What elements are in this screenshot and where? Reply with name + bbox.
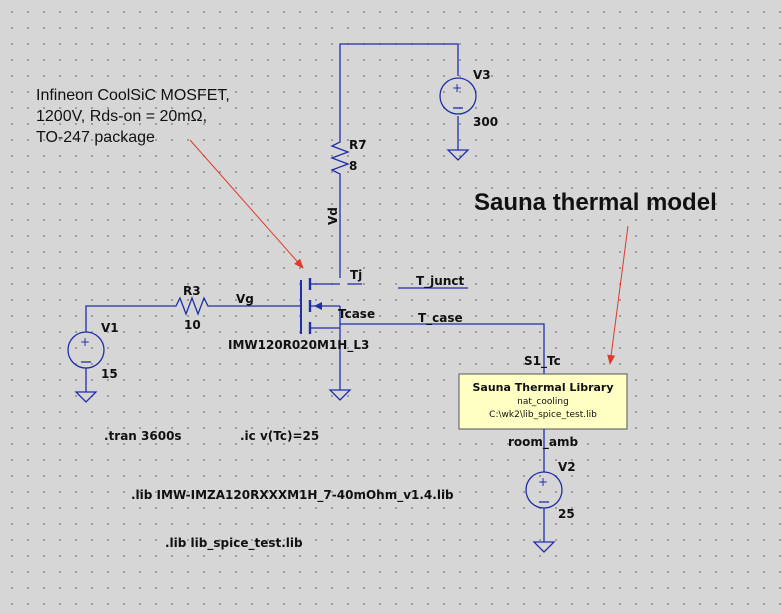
net-label-t-case: T_case — [418, 311, 463, 326]
label-v2-value: 25 — [558, 507, 575, 521]
mosfet-m1[interactable] — [300, 278, 341, 334]
library-block-model: nat_cooling — [517, 397, 569, 407]
resistor-r3[interactable] — [172, 296, 212, 316]
directive-ic[interactable]: .ic v(Tc)=25 — [240, 429, 319, 443]
label-r7-name: R7 — [349, 138, 367, 152]
resistor-r7[interactable] — [330, 140, 350, 176]
label-v1-value: 15 — [101, 367, 118, 381]
svg-text:+: + — [452, 81, 462, 95]
label-v3-value: 300 — [473, 115, 498, 129]
label-v2-name: V2 — [558, 460, 576, 474]
arrow-to-mosfet — [189, 139, 304, 269]
thermal-library-block[interactable] — [458, 373, 628, 430]
directive-lib-thermal[interactable]: .lib lib_spice_test.lib — [165, 536, 303, 551]
mosfet-note-line-1: Infineon CoolSiC MOSFET, — [36, 87, 230, 104]
label-r3-name: R3 — [183, 284, 201, 298]
svg-text:+: + — [538, 475, 548, 489]
svg-text:+: + — [80, 335, 90, 349]
ground-symbol-mosfet — [328, 389, 352, 401]
voltage-source-v3[interactable]: + — [439, 77, 477, 115]
thermal-model-title: Sauna thermal model — [474, 189, 717, 216]
label-v3-name: V3 — [473, 68, 491, 82]
wire-tcase[interactable] — [340, 323, 545, 374]
mosfet-note-line-2: 1200V, Rds-on = 20mΩ, — [36, 108, 207, 125]
voltage-source-v1[interactable]: + — [67, 331, 105, 369]
net-label-tcase: Tcase — [338, 307, 375, 321]
net-label-vd: Vd — [326, 207, 340, 225]
ground-symbol-v2 — [532, 541, 556, 553]
wire-v3-to-r7[interactable] — [339, 43, 459, 140]
ground-symbol-v3 — [446, 149, 470, 161]
mosfet-note-line-3: TO-247 package — [36, 129, 155, 146]
directive-tran[interactable]: .tran 3600s — [104, 429, 182, 443]
arrow-to-thermal-block — [607, 225, 629, 365]
net-label-vg: Vg — [236, 292, 254, 306]
label-r7-value: 8 — [349, 159, 357, 173]
voltage-source-v2[interactable]: + — [525, 471, 563, 509]
ground-symbol-v1 — [74, 391, 98, 403]
library-block-path: C:\wk2\lib_spice_test.lib — [489, 410, 597, 420]
label-mosfet-model: IMW120R020M1H_L3 — [228, 338, 369, 353]
label-r3-value: 10 — [184, 318, 201, 332]
label-v1-name: V1 — [101, 321, 119, 335]
net-label-t-junct: T_junct — [416, 274, 464, 289]
net-label-s1-tc: S1_Tc — [524, 354, 561, 369]
net-label-room-amb: room_amb — [508, 435, 579, 450]
net-label-tj: Tj — [350, 268, 362, 282]
wire-r3-to-v1[interactable] — [85, 305, 172, 332]
directive-lib-mosfet[interactable]: .lib IMW-IMZA120RXXXM1H_7-40mOhm_v1.4.li… — [131, 488, 454, 503]
library-block-title: Sauna Thermal Library — [472, 381, 613, 394]
